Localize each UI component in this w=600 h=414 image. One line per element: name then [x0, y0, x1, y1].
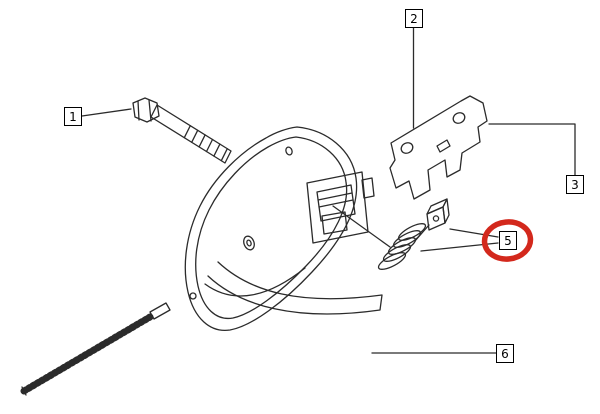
bracket-hole-right — [452, 112, 466, 124]
cover-hole-upper — [285, 146, 293, 156]
cable-coil-body — [20, 313, 154, 395]
part-label-5[interactable]: 5 — [499, 231, 517, 250]
cable-end-fitting — [149, 302, 171, 320]
cable — [20, 302, 171, 396]
leader-lines — [81, 27, 576, 354]
cover-hole-lower — [189, 292, 197, 300]
highlight-circle — [481, 219, 534, 262]
leader-line-5a — [449, 228, 499, 238]
hex-bolt — [132, 97, 232, 164]
bolt-head-facet — [137, 100, 140, 121]
bracket-tab — [436, 139, 451, 153]
bracket-plate — [389, 95, 488, 200]
line-art — [20, 27, 576, 396]
brake-band — [207, 261, 383, 315]
bolt-shaft — [150, 104, 232, 164]
part-label-6[interactable]: 6 — [496, 344, 514, 363]
nut-hole — [432, 215, 440, 222]
part-label-2[interactable]: 2 — [405, 9, 423, 28]
cable-end-cap — [21, 386, 27, 396]
square-nut — [426, 198, 450, 231]
leader-line-1 — [81, 108, 132, 117]
bolt-head — [132, 97, 160, 123]
part-label-1[interactable]: 1 — [64, 107, 82, 126]
part-label-3[interactable]: 3 — [566, 175, 584, 194]
coil-spring — [377, 223, 427, 270]
nut-side-face — [442, 198, 450, 224]
cover-screw-boss — [243, 235, 255, 251]
cover-housing — [184, 126, 375, 331]
cover-inner-rim — [195, 136, 348, 320]
adjuster-axis-line — [332, 205, 391, 248]
cover-bottom-skirt — [204, 267, 306, 297]
cover-latch-slot — [306, 171, 375, 244]
bolt-threads — [183, 125, 228, 162]
leader-line-3 — [488, 123, 576, 176]
bracket-outline — [389, 95, 488, 200]
cover-outer-outline — [184, 126, 358, 331]
bracket-hole-left — [400, 142, 414, 154]
